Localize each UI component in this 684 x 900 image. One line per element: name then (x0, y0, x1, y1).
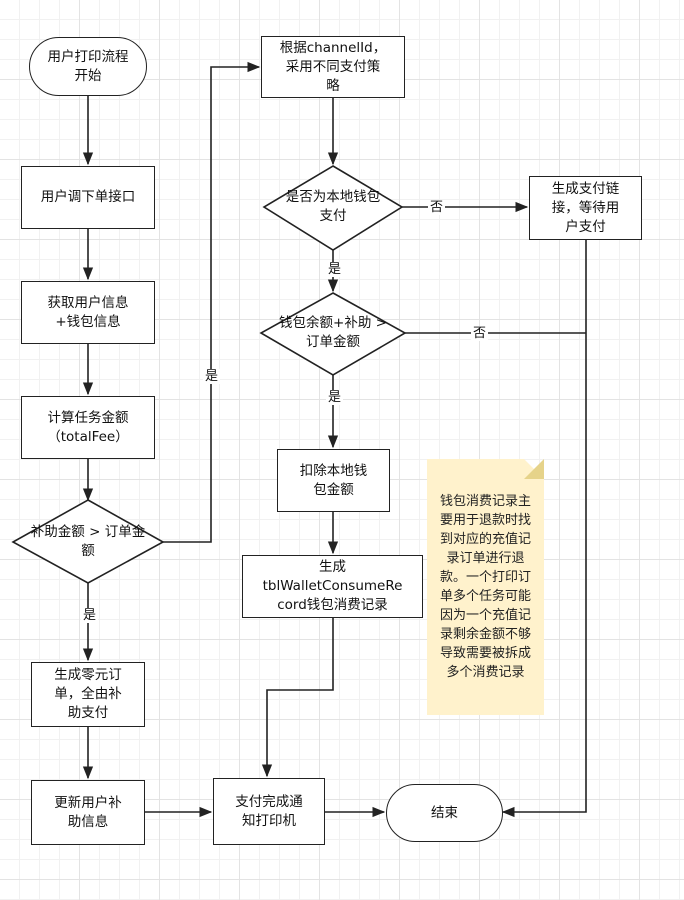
edge-label-balance-yes: 是 (326, 390, 344, 405)
subsidy-check-label: 补助金额 > 订单金 额 (30, 524, 146, 559)
note-fold-corner (524, 459, 544, 479)
pay-link-box: 生成支付链 接，等待用 户支付 (529, 176, 642, 240)
edge-label-subsidy-yes: 是 (81, 608, 99, 623)
start-terminal: 用户打印流程 开始 (29, 37, 147, 96)
subsidy-check-diamond (11, 499, 165, 584)
gen-record-box: 生成 tblWalletConsumeRe cord钱包消费记录 (242, 555, 423, 618)
edge-record-to-notify (261, 618, 334, 778)
update-subsidy-box: 更新用户补 助信息 (31, 780, 145, 845)
balance-check-diamond (259, 292, 407, 376)
notify-box: 支付完成通 知打印机 (213, 778, 325, 845)
edge-label-wallet-yes: 是 (326, 262, 344, 277)
get-info-box: 获取用户信息 +钱包信息 (21, 281, 155, 344)
call-api-box: 用户调下单接口 (21, 166, 155, 229)
edge-label-wallet-no: 否 (428, 200, 446, 215)
calc-fee-box: 计算任务金额 （totalFee） (21, 396, 155, 459)
edge-subsidy-to-strategy (163, 61, 261, 543)
strategy-box: 根据channelId， 采用不同支付策 略 (261, 36, 405, 98)
wallet-check-diamond (262, 165, 404, 251)
deduct-box: 扣除本地钱 包金额 (277, 449, 390, 512)
edge-label-balance-no: 否 (471, 326, 489, 341)
end-terminal: 结束 (386, 784, 503, 842)
wallet-check-label: 是否为本地钱包 支付 (285, 189, 381, 224)
zero-order-box: 生成零元订 单，全由补 助支付 (31, 662, 145, 727)
balance-check-label: 钱包余额+补助 > 订单金额 (279, 315, 387, 350)
edge-pay-link-to-end (501, 240, 587, 818)
edge-label-subsidy-to-strategy: 是 (203, 369, 221, 384)
refund-note: 钱包消费记录主要用于退款时找到对应的充值记录订单进行退款。一个打印订单多个任务可… (427, 459, 544, 715)
